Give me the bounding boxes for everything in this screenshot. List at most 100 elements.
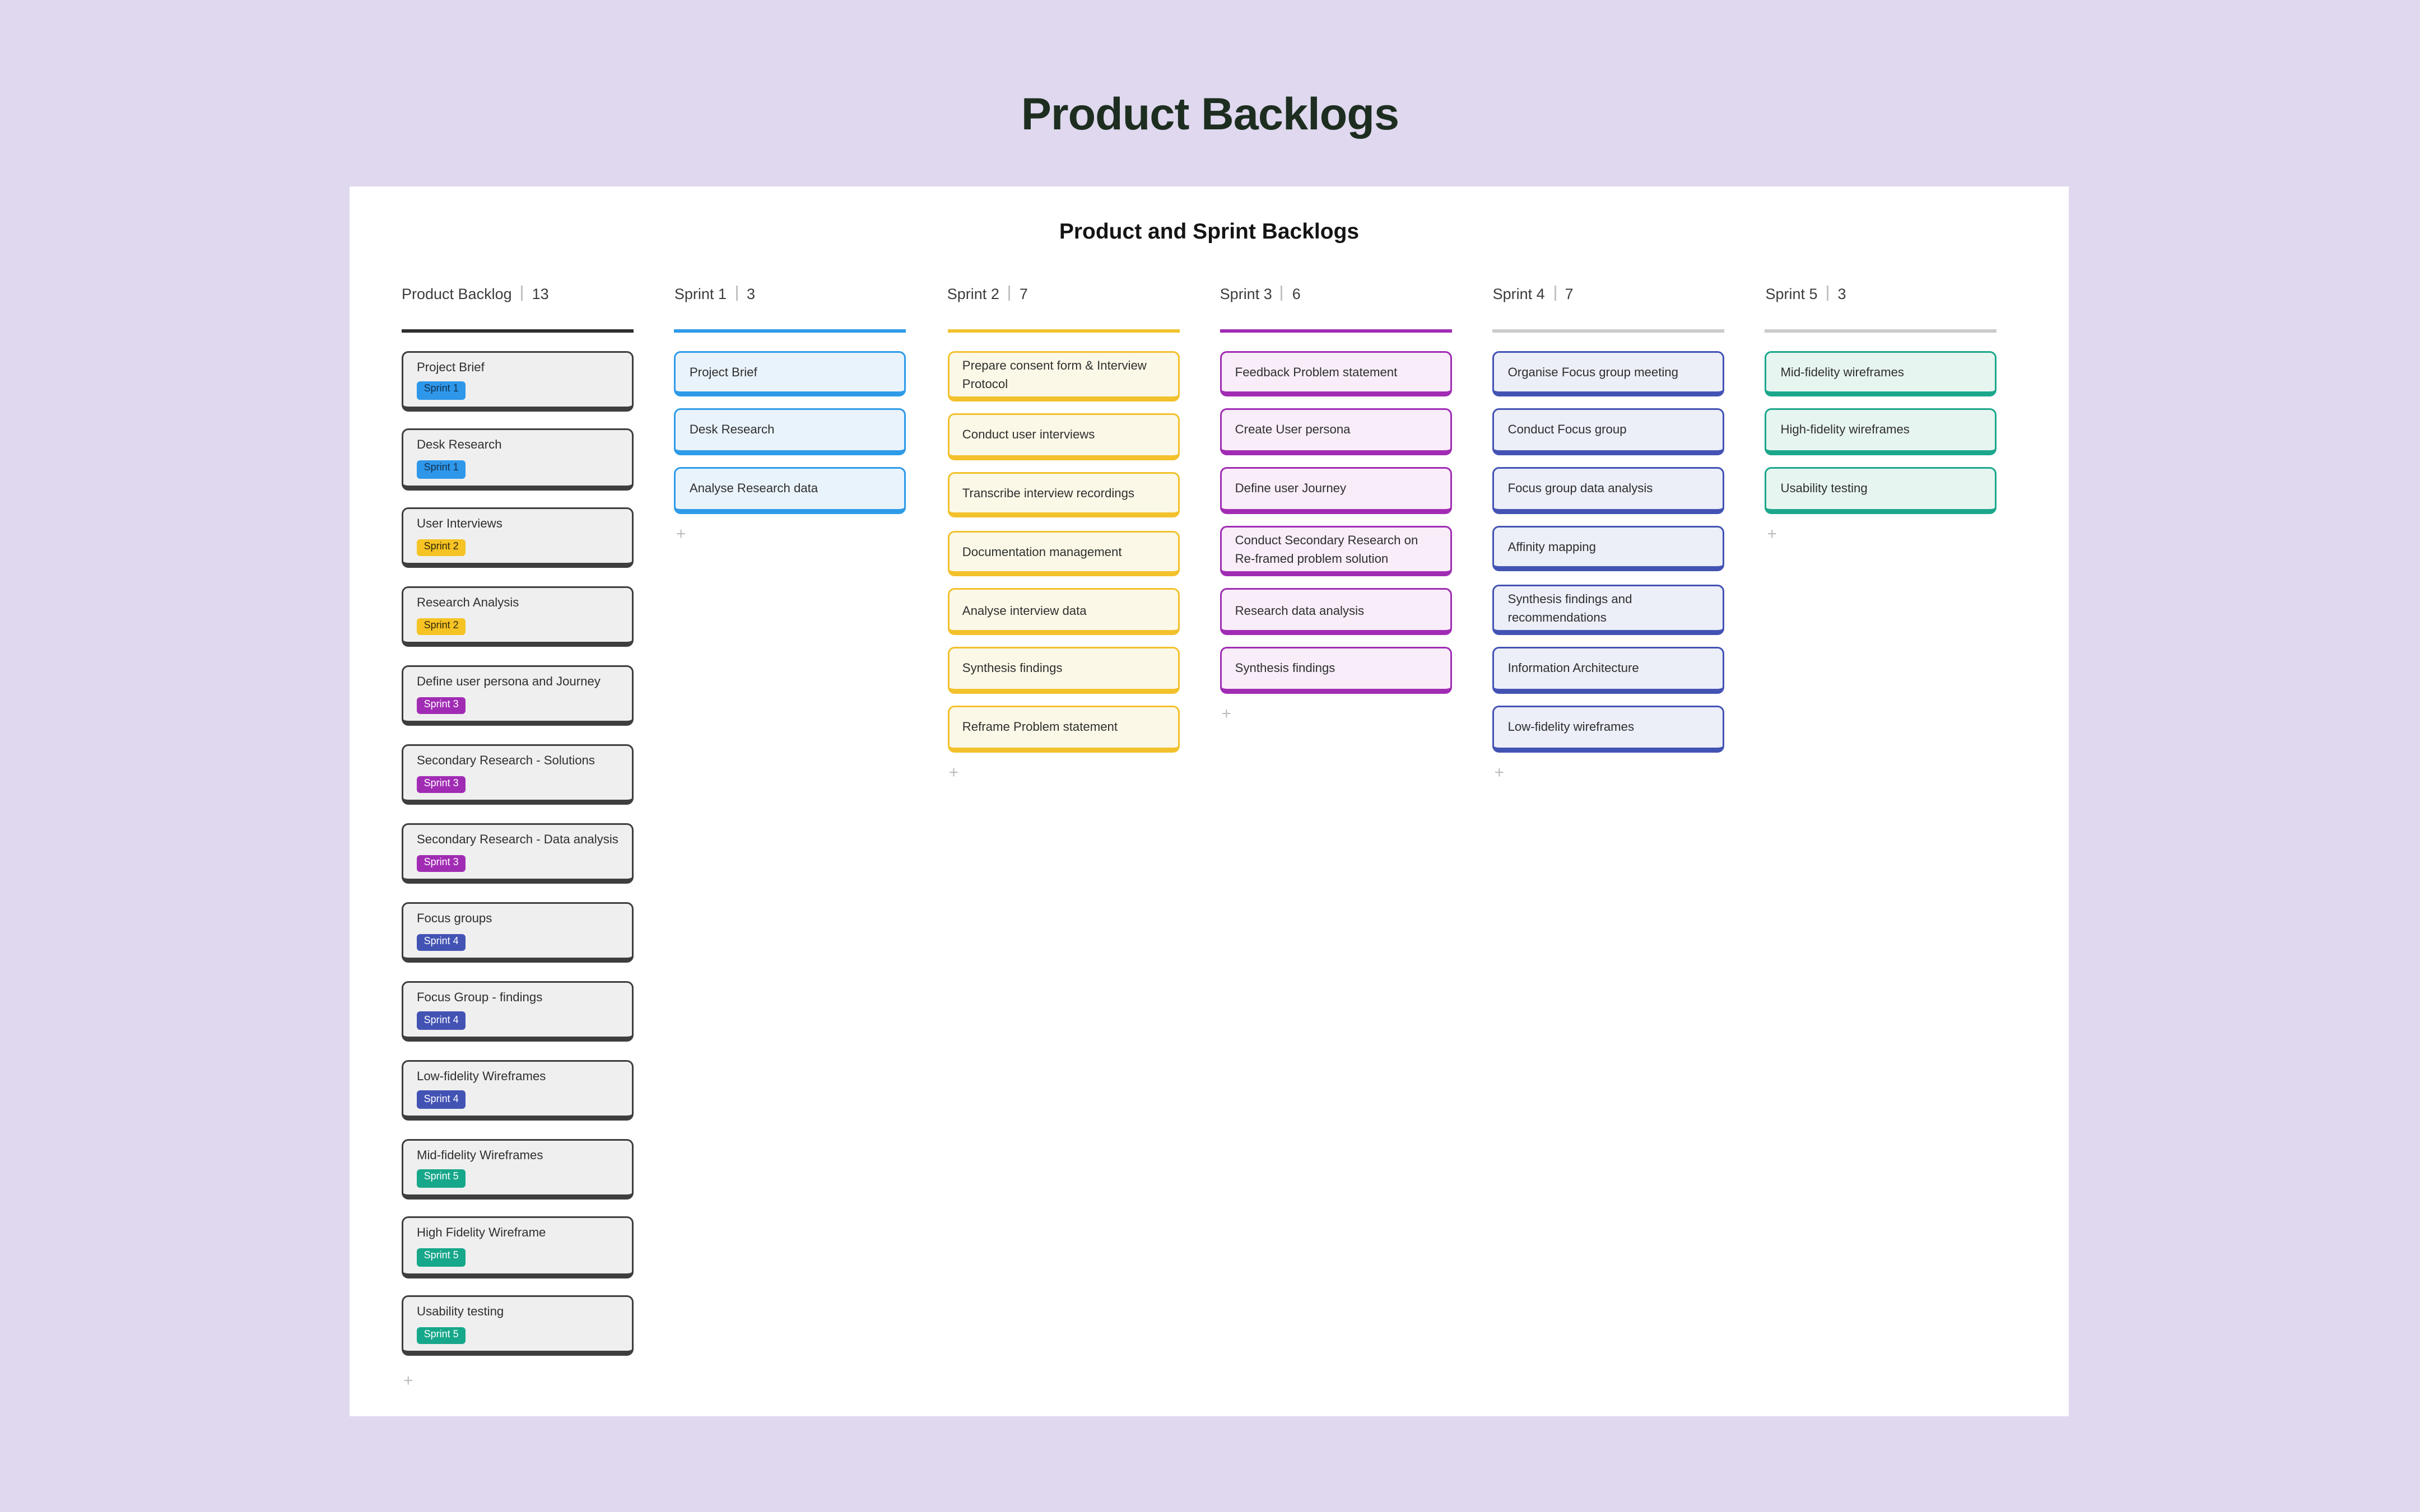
- column-label: Product Backlog: [402, 284, 512, 302]
- column-count: 6: [1292, 284, 1301, 302]
- card-title: High-fidelity wireframes: [1780, 422, 1910, 438]
- card-title: Secondary Research - Data analysis: [417, 831, 618, 847]
- add-card-button[interactable]: +: [1767, 525, 1777, 544]
- column-underline: [947, 329, 1179, 332]
- card-title: Synthesis findings: [962, 661, 1063, 676]
- add-card-button[interactable]: +: [676, 525, 686, 544]
- card[interactable]: Usability testing: [1765, 467, 1998, 514]
- card-title: Focus Group - findings: [417, 989, 543, 1005]
- card-title: Usability testing: [417, 1304, 504, 1320]
- card[interactable]: Feedback Problem statement: [1220, 350, 1452, 396]
- add-card-button[interactable]: +: [1494, 763, 1505, 782]
- card[interactable]: Documentation management: [947, 530, 1179, 577]
- card[interactable]: Transcribe interview recordings: [947, 472, 1179, 518]
- header-separator: [1281, 286, 1283, 301]
- sprint-badge: Sprint 2: [417, 539, 466, 557]
- sprint-badge: Sprint 5: [417, 1169, 466, 1188]
- card-title: Focus group data analysis: [1507, 480, 1653, 496]
- card[interactable]: Conduct Secondary Research on Re-framed …: [1220, 525, 1452, 577]
- card[interactable]: Conduct Focus group: [1492, 408, 1725, 455]
- card-title: Focus groups: [417, 910, 492, 926]
- card-title: Mid-fidelity wireframes: [1780, 364, 1904, 380]
- card[interactable]: Reframe Problem statement: [947, 706, 1179, 752]
- card-title: Project Brief: [417, 358, 485, 374]
- sprint-badge: Sprint 4: [417, 1091, 466, 1109]
- column-label: Sprint 4: [1492, 284, 1545, 302]
- column-underline: [674, 329, 906, 332]
- card[interactable]: High-fidelity wireframes: [1765, 408, 1998, 455]
- card-title: Conduct user interviews: [962, 427, 1095, 442]
- sprint-badge: Sprint 5: [417, 1327, 466, 1345]
- header-separator: [1008, 286, 1011, 301]
- column-count: 3: [746, 284, 756, 302]
- card[interactable]: Synthesis findings: [947, 647, 1179, 694]
- card[interactable]: Research data analysis: [1220, 589, 1452, 635]
- add-card-button[interactable]: +: [1221, 705, 1232, 724]
- sprint-badge: Sprint 3: [417, 697, 466, 715]
- backlog-board: Product and Sprint Backlogs Product Back…: [350, 186, 2069, 1416]
- card[interactable]: Conduct user interviews: [947, 413, 1179, 460]
- column-count: 3: [1837, 284, 1846, 302]
- column-underline: [1220, 329, 1452, 332]
- card-title: Desk Research: [689, 422, 775, 438]
- card-title: Project Brief: [689, 364, 757, 380]
- board-title: Product and Sprint Backlogs: [1059, 218, 1360, 244]
- header-separator: [521, 286, 523, 301]
- column-label: Sprint 1: [674, 284, 727, 302]
- sprint-badge: Sprint 4: [417, 933, 466, 951]
- sprint-badge: Sprint 1: [417, 381, 466, 399]
- card-title: Analyse interview data: [962, 602, 1087, 618]
- card[interactable]: Low-fidelity wireframes: [1492, 706, 1725, 752]
- column-label: Sprint 2: [947, 284, 999, 302]
- card[interactable]: Create User persona: [1220, 408, 1452, 455]
- card[interactable]: Mid-fidelity wireframes: [1765, 350, 1998, 396]
- column-label: Sprint 5: [1765, 284, 1818, 302]
- card-title: Usability testing: [1780, 480, 1868, 496]
- card[interactable]: Focus group data analysis: [1492, 467, 1725, 514]
- card-title: Synthesis findings and recommendations: [1507, 591, 1632, 625]
- card-title: Prepare consent form & Interview Protoco…: [962, 357, 1147, 391]
- add-card-button[interactable]: +: [403, 1373, 413, 1392]
- card-title: Mid-fidelity Wireframes: [417, 1146, 543, 1162]
- card[interactable]: Prepare consent form & Interview Protoco…: [947, 350, 1179, 402]
- card[interactable]: Synthesis findings and recommendations: [1492, 584, 1725, 635]
- card[interactable]: Desk Research: [674, 408, 906, 455]
- sprint-badge: Sprint 3: [417, 855, 466, 872]
- card[interactable]: Analyse Research data: [674, 467, 906, 514]
- card[interactable]: Project Brief: [674, 350, 906, 396]
- card[interactable]: Information Architecture: [1492, 647, 1725, 694]
- add-card-button[interactable]: +: [948, 763, 959, 782]
- card[interactable]: Organise Focus group meeting: [1492, 350, 1725, 396]
- card[interactable]: Synthesis findings: [1220, 647, 1452, 694]
- card-title: Low-fidelity wireframes: [1507, 719, 1635, 735]
- card-title: Conduct Focus group: [1507, 422, 1627, 438]
- card[interactable]: Analyse interview data: [947, 589, 1179, 635]
- card-title: Secondary Research - Solutions: [417, 753, 595, 768]
- card-title: Create User persona: [1235, 422, 1351, 438]
- card[interactable]: Affinity mapping: [1492, 525, 1725, 572]
- card-title: Desk Research: [417, 437, 502, 453]
- card[interactable]: Define user Journey: [1220, 467, 1452, 514]
- card-title: User Interviews: [417, 516, 502, 531]
